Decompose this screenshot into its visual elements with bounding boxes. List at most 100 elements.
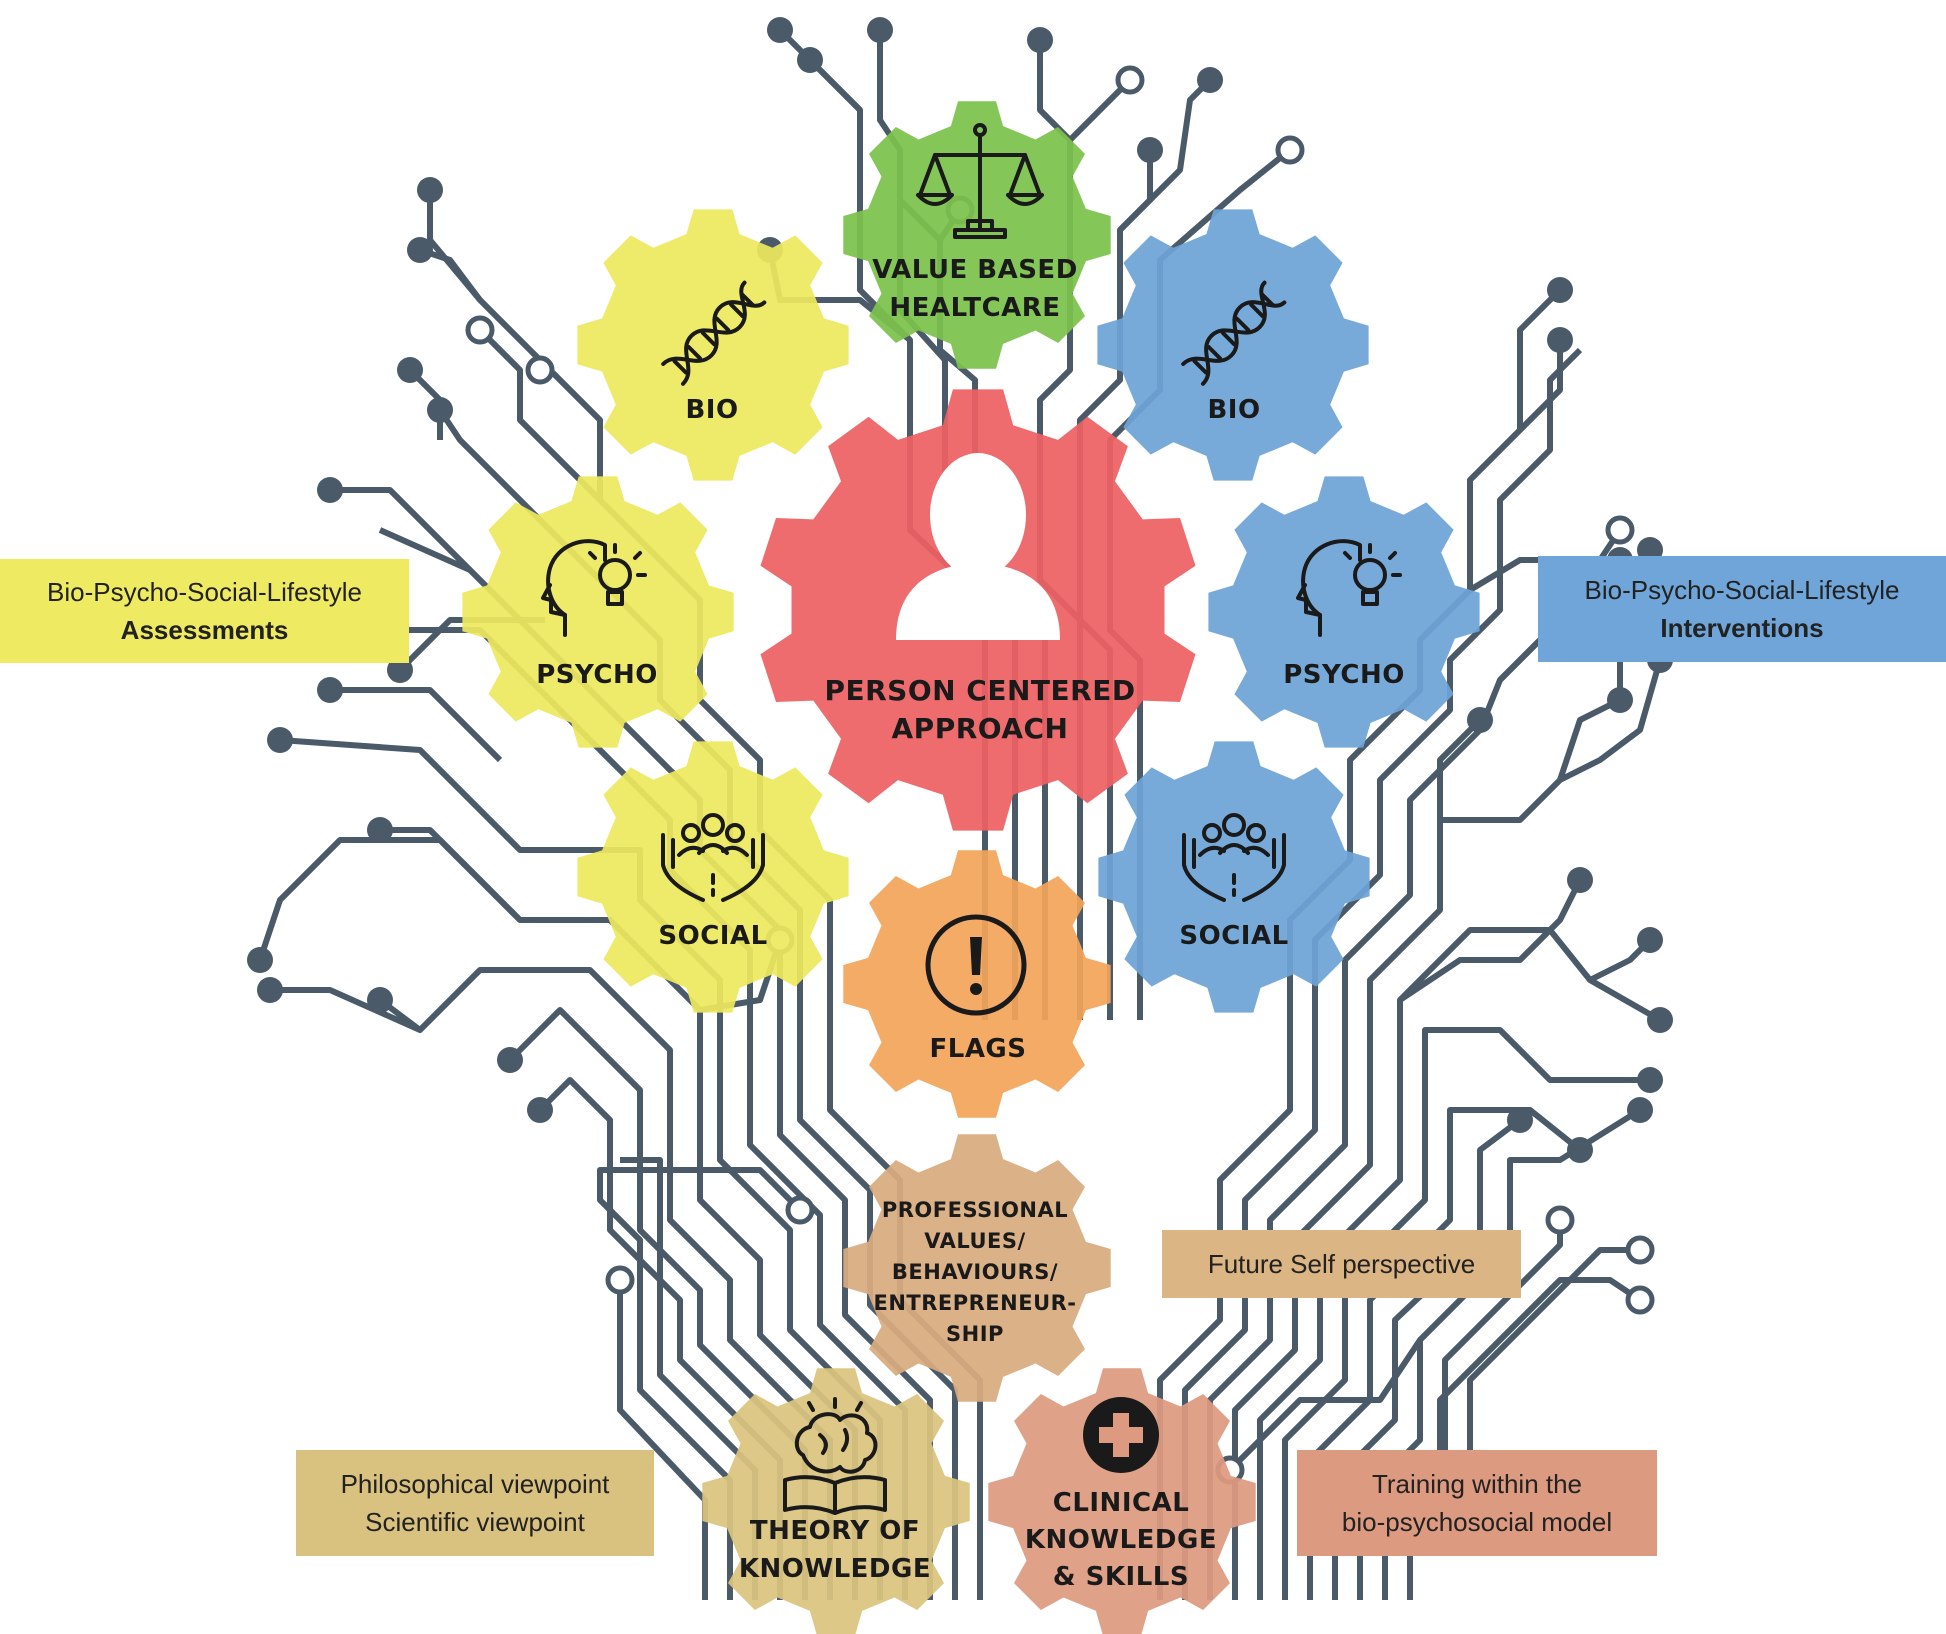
psycho-right-label: PSYCHO (1283, 660, 1405, 690)
gear-shape-clinical (988, 1368, 1256, 1634)
circuit-dot (397, 357, 423, 383)
head-bulb-icon (1296, 539, 1402, 637)
gear-shape-psycho-right (1208, 476, 1480, 748)
professional-line4: ENTREPRENEUR- (873, 1291, 1076, 1315)
circuit-dot (1567, 1137, 1593, 1163)
professional-line1: PROFESSIONAL (882, 1198, 1068, 1222)
gear-shape-psycho-left (462, 476, 734, 748)
future-self-box: Future Self perspective (1162, 1230, 1521, 1298)
theory-line2: KNOWLEDGE (739, 1554, 931, 1584)
circuit-dot (797, 47, 823, 73)
philosophical-line2: Scientific viewpoint (365, 1507, 585, 1537)
training-box: Training within the bio-psychosocial mod… (1297, 1450, 1657, 1556)
circuit-dot (1607, 687, 1633, 713)
clinical-line3: & SKILLS (1053, 1562, 1189, 1592)
circuit-dot (767, 17, 793, 43)
gear-flags: FLAGS (925, 914, 1027, 1064)
clinical-line2: KNOWLEDGE (1025, 1525, 1217, 1555)
circuit-dot (367, 817, 393, 843)
brain-book-icon (783, 1397, 887, 1515)
circuit-dot (257, 977, 283, 1003)
circuit-dot (1637, 1067, 1663, 1093)
circuit-dot (1507, 1107, 1533, 1133)
psycho-left-label: PSYCHO (536, 660, 658, 690)
professional-line5: SHIP (946, 1322, 1004, 1346)
circuit-dot (407, 237, 433, 263)
theory-line1: THEORY OF (750, 1516, 920, 1546)
circuit-dot (867, 17, 893, 43)
gear-bio-left: BIO (661, 280, 767, 425)
philosophical-line1: Philosophical viewpoint (340, 1469, 610, 1499)
circuit-dot (1547, 327, 1573, 353)
circuit-ring (605, 1265, 635, 1295)
social-right-label: SOCIAL (1179, 921, 1288, 951)
circuit-dot (497, 1047, 523, 1073)
gear-social-left: SOCIAL (658, 813, 767, 951)
circuit-ring (785, 1195, 815, 1225)
medical-cross-icon (1083, 1397, 1159, 1473)
circuit-dot (1567, 867, 1593, 893)
circuit-dot (527, 1097, 553, 1123)
circuit-dot (317, 677, 343, 703)
circuit-ring (1275, 135, 1305, 165)
value-based-line1: VALUE BASED (872, 255, 1078, 285)
gear-value-based: VALUE BASED HEALTCARE (872, 123, 1078, 323)
hands-people-icon (661, 813, 765, 902)
assessments-box: Bio-Psycho-Social-Lifestyle Assessments (0, 559, 409, 663)
circuit-dot (267, 727, 293, 753)
circuit-dot (1027, 27, 1053, 53)
gear-psycho-left: PSYCHO (536, 539, 658, 690)
bio-left-label: BIO (685, 395, 738, 425)
circuit-ring (1545, 1205, 1575, 1235)
professional-line3: BEHAVIOURS/ (892, 1260, 1058, 1284)
future-self-line1: Future Self perspective (1207, 1249, 1476, 1279)
training-line2: bio-psychosocial model (1341, 1507, 1613, 1537)
circuit-dot (1547, 277, 1573, 303)
scales-icon (916, 123, 1044, 239)
circuit-dot (367, 987, 393, 1013)
assessments-line2: Assessments (120, 615, 289, 645)
circuit-dot (1637, 927, 1663, 953)
gear-clinical: CLINICAL KNOWLEDGE & SKILLS (1025, 1397, 1217, 1592)
circuit-dot (1647, 1007, 1673, 1033)
circuit-ring (1605, 515, 1635, 545)
person-line1: PERSON CENTERED (824, 674, 1135, 707)
circuit-tree (257, 27, 1663, 1600)
circuit-dot (1627, 1097, 1653, 1123)
professional-line2: VALUES/ (924, 1229, 1025, 1253)
circuit-ring (525, 355, 555, 385)
gear-person-centered: PERSON CENTERED APPROACH (824, 453, 1135, 745)
circuit-dot (1197, 67, 1223, 93)
interventions-box: Bio-Psycho-Social-Lifestyle Intervention… (1538, 556, 1946, 662)
circuit-dot (1467, 707, 1493, 733)
gear-professional: PROFESSIONAL VALUES/ BEHAVIOURS/ ENTREPR… (873, 1198, 1076, 1346)
assessments-line1: Bio-Psycho-Social-Lifestyle (46, 577, 362, 607)
flags-label: FLAGS (929, 1034, 1026, 1064)
interventions-line1: Bio-Psycho-Social-Lifestyle (1584, 575, 1900, 605)
circuit-dot (417, 177, 443, 203)
interventions-line2: Interventions (1660, 613, 1824, 643)
hands-people-icon (1182, 813, 1286, 902)
circuit-ring (1625, 1285, 1655, 1315)
social-left-label: SOCIAL (658, 921, 767, 951)
head-bulb-icon (541, 539, 647, 637)
exclamation-icon (925, 914, 1027, 1016)
person-icon (896, 453, 1060, 640)
circuit-ring (1625, 1235, 1655, 1265)
dna-icon (661, 280, 767, 386)
circuit-ring (465, 315, 495, 345)
gear-theory: THEORY OF KNOWLEDGE (739, 1397, 931, 1584)
gear-psycho-right: PSYCHO (1283, 539, 1405, 690)
gear-bio-right: BIO (1181, 280, 1287, 425)
circuit-dot (427, 397, 453, 423)
gear-social-right: SOCIAL (1179, 813, 1288, 951)
value-based-line2: HEALTCARE (889, 293, 1060, 323)
circuit-dot (387, 657, 413, 683)
person-line2: APPROACH (892, 712, 1069, 745)
gear-group (462, 101, 1480, 1634)
bio-right-label: BIO (1207, 395, 1260, 425)
gear-shape-professional (843, 1134, 1111, 1402)
training-line1: Training within the (1371, 1469, 1583, 1499)
dna-icon (1181, 280, 1287, 386)
